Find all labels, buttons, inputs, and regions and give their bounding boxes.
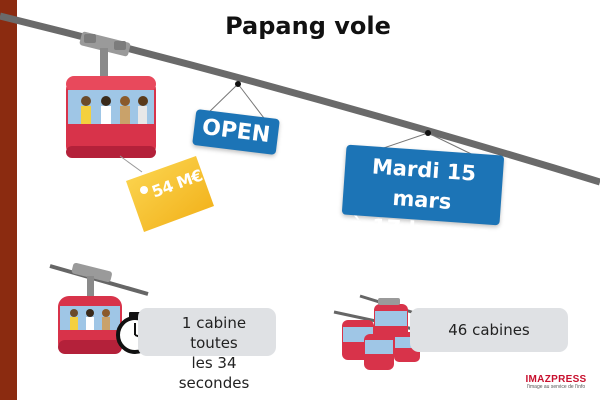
date-sign-line1: Mardi 15 mars <box>371 154 477 214</box>
imazpress-logo: IMAZPRESS l'image au service de l'info <box>520 374 592 390</box>
cable-cars-group-icon <box>333 294 420 370</box>
logo-name: IMAZPRESS <box>525 374 587 385</box>
date-sign: Mardi 15 mars à 17 heures <box>341 144 505 247</box>
page-title: Papang vole <box>225 12 391 40</box>
frequency-line2: les 34 secondes <box>178 354 250 392</box>
frequency-info: 1 cabine toutes les 34 secondes <box>138 308 276 392</box>
left-border-bar <box>0 0 17 400</box>
cabins-count: 46 cabines <box>410 308 568 352</box>
frequency-line1: 1 cabine toutes <box>181 314 247 352</box>
price-tag-icon <box>119 155 214 232</box>
logo-tagline: l'image au service de l'info <box>526 384 586 390</box>
cable-car-icon <box>66 31 156 158</box>
small-cable-car-icon <box>49 262 149 354</box>
